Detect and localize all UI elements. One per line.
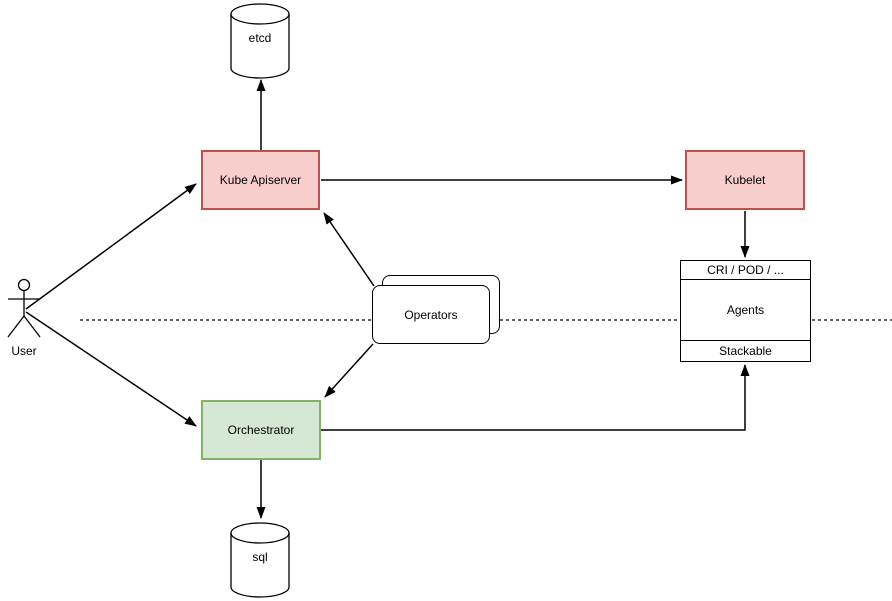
agents-stack-footer: Stackable [681,340,810,361]
kube-apiserver-label: Kube Apiserver [219,173,302,187]
node-sql-database[interactable]: sql [230,522,290,598]
node-user-actor[interactable]: User [2,276,46,360]
operators-label: Operators [404,307,458,322]
user-label: User [11,344,37,358]
agents-stack-body: Agents [681,280,810,340]
node-kubelet[interactable]: Kubelet [685,150,805,210]
database-cylinder-icon [230,3,290,79]
sql-label: sql [252,550,268,564]
node-agents-stack[interactable]: CRI / POD / ... Agents Stackable [680,260,811,362]
node-etcd-database[interactable]: etcd [230,3,290,79]
node-kube-apiserver[interactable]: Kube Apiserver [201,150,320,210]
node-orchestrator[interactable]: Orchestrator [201,400,321,460]
edge-operators-to-orchestrator [324,343,374,398]
agents-stack-body-label: Agents [726,303,765,317]
database-cylinder-icon [230,522,290,598]
agents-stack-header: CRI / POD / ... [681,261,810,280]
agents-stack-footer-label: Stackable [719,344,772,358]
edge-user-to-orchestrator [25,311,197,427]
etcd-label: etcd [248,31,272,45]
node-operators[interactable]: Operators [372,285,490,344]
edge-orchestrator-to-stackable [321,364,750,431]
user-actor-icon [7,278,41,338]
agents-stack-header-label: CRI / POD / ... [707,263,784,277]
edge-operators-to-apiserver [323,212,375,287]
edge-user-to-apiserver [25,183,197,310]
orchestrator-label: Orchestrator [227,423,295,437]
kubelet-label: Kubelet [724,173,766,187]
